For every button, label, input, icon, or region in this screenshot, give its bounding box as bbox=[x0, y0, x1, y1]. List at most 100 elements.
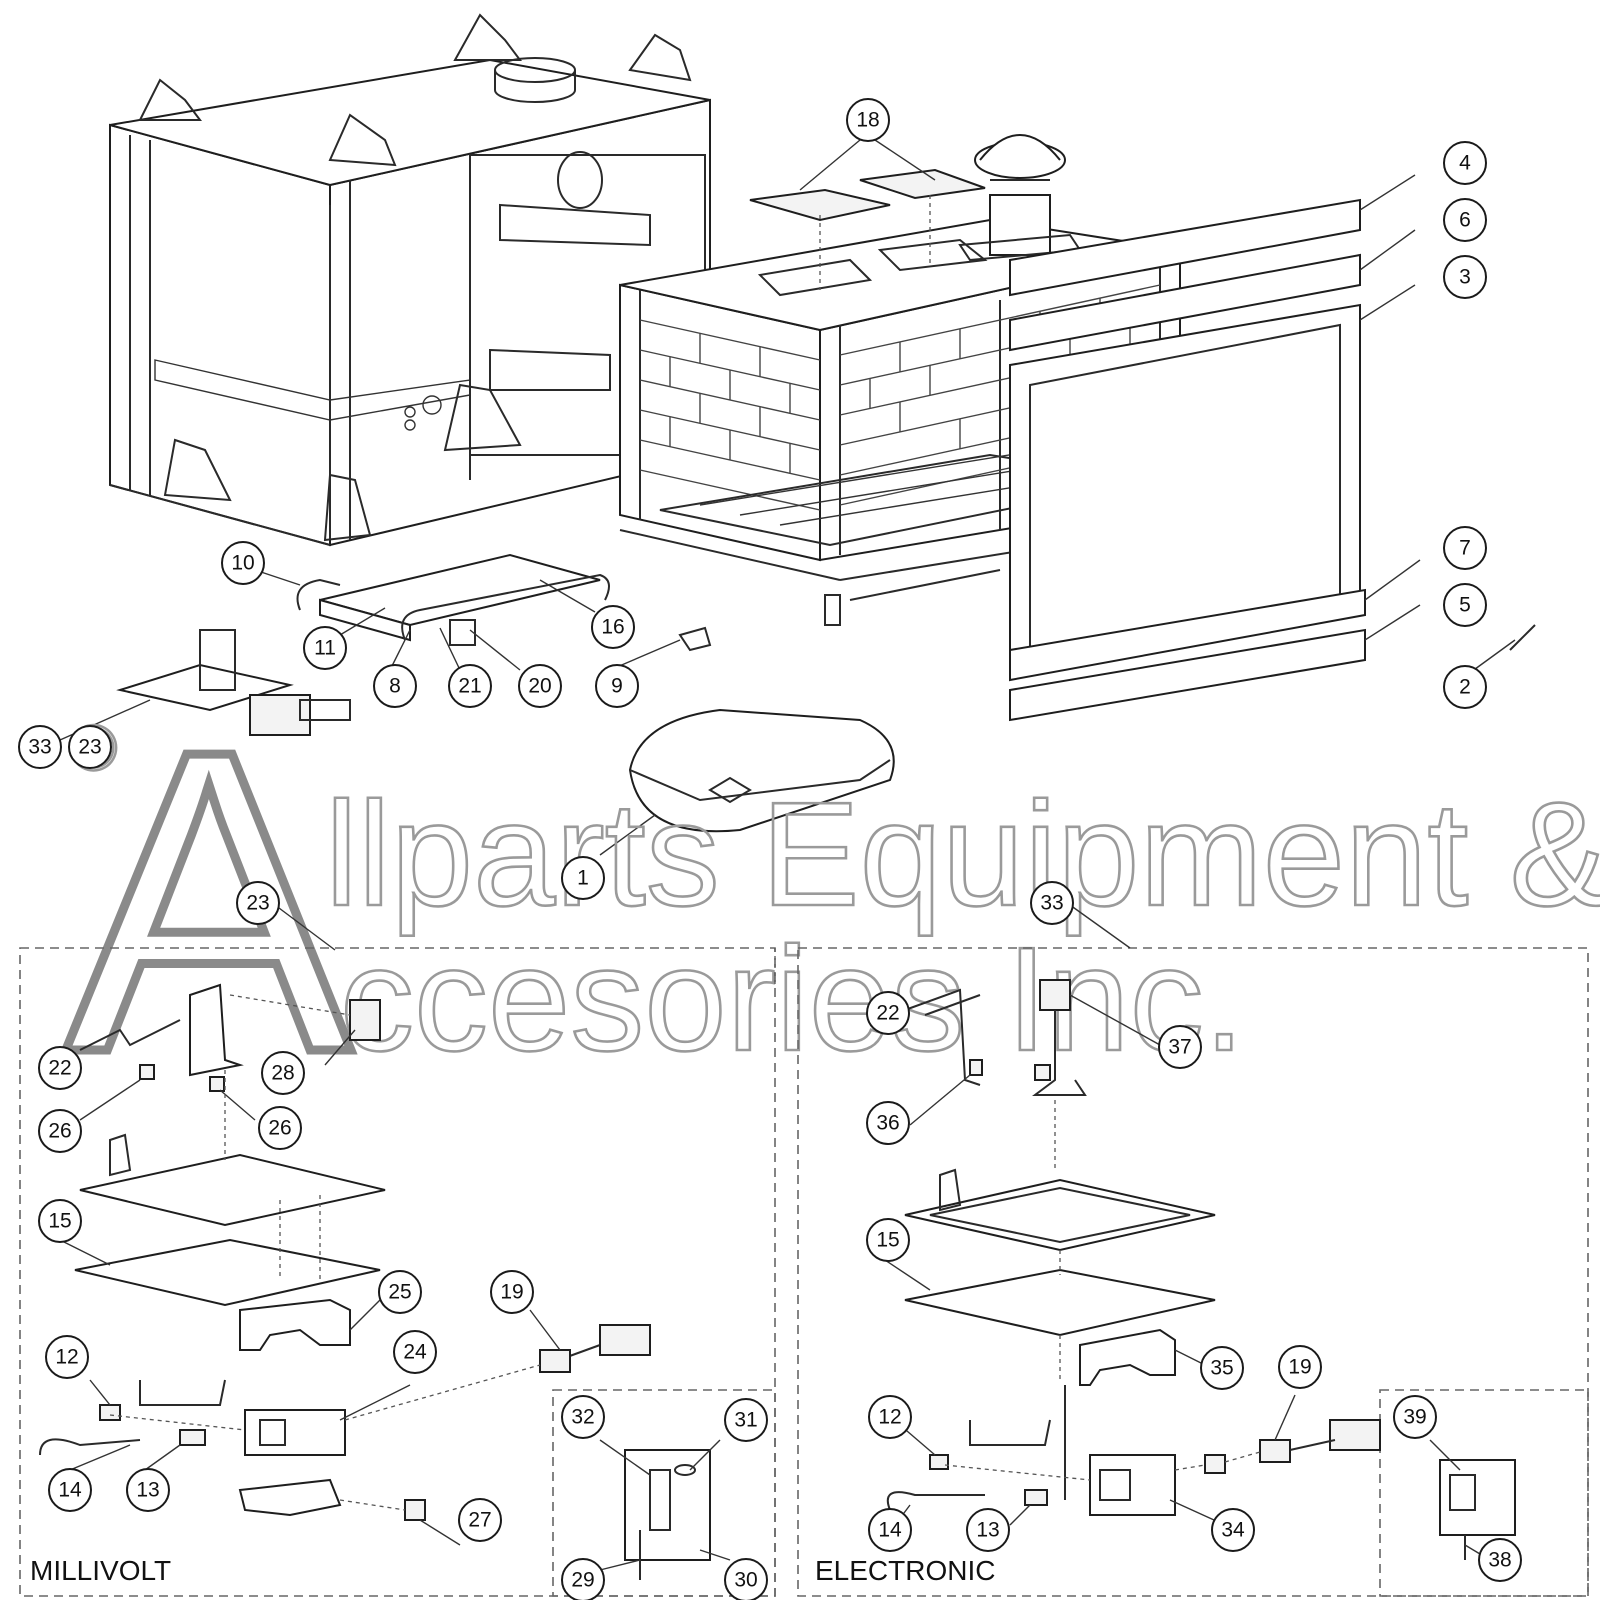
callout-14-electronic: 14 bbox=[868, 1508, 912, 1552]
callout-18: 18 bbox=[846, 98, 890, 142]
callout-13-electronic: 13 bbox=[966, 1508, 1010, 1552]
callout-38: 38 bbox=[1478, 1538, 1522, 1582]
callout-33-electronic: 33 bbox=[1030, 881, 1074, 925]
callout-22-millivolt: 22 bbox=[38, 1046, 82, 1090]
callout-13-millivolt: 13 bbox=[126, 1468, 170, 1512]
svg-text:14: 14 bbox=[58, 1479, 82, 1502]
callout-8: 8 bbox=[373, 664, 417, 708]
svg-text:35: 35 bbox=[1210, 1357, 1233, 1380]
callout-34: 34 bbox=[1211, 1508, 1255, 1552]
callout-31: 31 bbox=[724, 1398, 768, 1442]
callout-27: 27 bbox=[458, 1498, 502, 1542]
callout-22-electronic: 22 bbox=[866, 991, 910, 1035]
svg-text:5: 5 bbox=[1459, 594, 1471, 617]
svg-text:38: 38 bbox=[1488, 1549, 1511, 1572]
callout-23-millivolt: 23 bbox=[236, 881, 280, 925]
svg-text:23: 23 bbox=[246, 892, 269, 915]
svg-text:9: 9 bbox=[611, 675, 623, 698]
svg-text:33: 33 bbox=[28, 736, 51, 759]
top-baffle-plates bbox=[749, 139, 986, 290]
svg-text:29: 29 bbox=[571, 1569, 594, 1592]
svg-text:26: 26 bbox=[48, 1120, 71, 1143]
svg-text:21: 21 bbox=[458, 675, 481, 698]
svg-text:34: 34 bbox=[1221, 1519, 1245, 1542]
svg-text:24: 24 bbox=[403, 1341, 427, 1364]
millivolt-section bbox=[19, 904, 776, 1597]
svg-text:31: 31 bbox=[734, 1409, 757, 1432]
callout-3: 3 bbox=[1443, 255, 1487, 299]
svg-text:20: 20 bbox=[528, 675, 551, 698]
svg-text:12: 12 bbox=[55, 1346, 78, 1369]
callout-19-millivolt: 19 bbox=[490, 1270, 534, 1314]
svg-text:16: 16 bbox=[601, 616, 624, 639]
watermark-line-2: ccesories Inc. bbox=[340, 917, 1245, 1082]
callout-12-millivolt: 12 bbox=[45, 1335, 89, 1379]
callout-39: 39 bbox=[1393, 1395, 1437, 1439]
svg-text:37: 37 bbox=[1168, 1036, 1191, 1059]
svg-text:26: 26 bbox=[268, 1117, 291, 1140]
callout-1: 1 bbox=[561, 856, 605, 900]
svg-text:36: 36 bbox=[876, 1112, 899, 1135]
svg-text:10: 10 bbox=[231, 552, 254, 575]
callout-6: 6 bbox=[1443, 198, 1487, 242]
svg-text:39: 39 bbox=[1403, 1406, 1426, 1429]
log-set bbox=[599, 708, 895, 856]
svg-text:22: 22 bbox=[876, 1002, 899, 1025]
svg-text:19: 19 bbox=[1288, 1356, 1311, 1379]
svg-text:3: 3 bbox=[1459, 266, 1471, 289]
burner-assembly bbox=[254, 553, 712, 671]
callout-25: 25 bbox=[378, 1270, 422, 1314]
callout-12-electronic: 12 bbox=[868, 1395, 912, 1439]
callout-5: 5 bbox=[1443, 583, 1487, 627]
callout-14-millivolt: 14 bbox=[48, 1468, 92, 1512]
callouts: 18 4 6 3 7 5 2 10 11 16 8 21 20 9 33 23 … bbox=[18, 98, 1522, 1600]
valve-assembly-small bbox=[59, 629, 351, 741]
callout-9: 9 bbox=[595, 664, 639, 708]
outer-cabinet bbox=[109, 13, 711, 547]
svg-text:14: 14 bbox=[878, 1519, 902, 1542]
callout-21: 21 bbox=[448, 664, 492, 708]
svg-text:7: 7 bbox=[1459, 537, 1471, 560]
svg-text:12: 12 bbox=[878, 1406, 901, 1429]
svg-text:11: 11 bbox=[314, 637, 336, 660]
callout-15-millivolt: 15 bbox=[38, 1199, 82, 1243]
svg-text:19: 19 bbox=[500, 1281, 523, 1304]
callout-33-top: 33 bbox=[18, 725, 62, 769]
svg-text:13: 13 bbox=[976, 1519, 999, 1542]
svg-text:22: 22 bbox=[48, 1057, 71, 1080]
callout-24: 24 bbox=[393, 1330, 437, 1374]
callout-29: 29 bbox=[561, 1558, 605, 1600]
svg-text:4: 4 bbox=[1459, 152, 1471, 175]
watermark-line-1: llparts Equipment & bbox=[325, 772, 1600, 937]
callout-26-right: 26 bbox=[258, 1106, 302, 1150]
callout-30: 30 bbox=[724, 1558, 768, 1600]
callout-2: 2 bbox=[1443, 665, 1487, 709]
svg-text:6: 6 bbox=[1459, 209, 1471, 232]
svg-text:28: 28 bbox=[271, 1062, 294, 1085]
svg-text:30: 30 bbox=[734, 1569, 757, 1592]
callout-10: 10 bbox=[221, 541, 265, 585]
svg-text:18: 18 bbox=[856, 109, 879, 132]
svg-text:33: 33 bbox=[1040, 892, 1063, 915]
svg-text:15: 15 bbox=[876, 1229, 899, 1252]
callout-36: 36 bbox=[866, 1101, 910, 1145]
callout-28: 28 bbox=[261, 1051, 305, 1095]
electronic-label: ELECTRONIC bbox=[815, 1555, 995, 1586]
callout-20: 20 bbox=[518, 664, 562, 708]
svg-text:13: 13 bbox=[136, 1479, 159, 1502]
callout-37: 37 bbox=[1158, 1025, 1202, 1069]
callout-11: 11 bbox=[303, 626, 347, 670]
electronic-section bbox=[797, 904, 1589, 1597]
callout-32: 32 bbox=[561, 1395, 605, 1439]
svg-text:8: 8 bbox=[389, 675, 401, 698]
trim-pieces bbox=[1009, 174, 1536, 722]
callout-26-left: 26 bbox=[38, 1109, 82, 1153]
svg-text:25: 25 bbox=[388, 1281, 411, 1304]
svg-text:2: 2 bbox=[1459, 676, 1471, 699]
callout-19-electronic: 19 bbox=[1278, 1345, 1322, 1389]
svg-text:32: 32 bbox=[571, 1406, 594, 1429]
callout-7: 7 bbox=[1443, 526, 1487, 570]
callout-15-electronic: 15 bbox=[866, 1218, 910, 1262]
callout-16: 16 bbox=[591, 605, 635, 649]
